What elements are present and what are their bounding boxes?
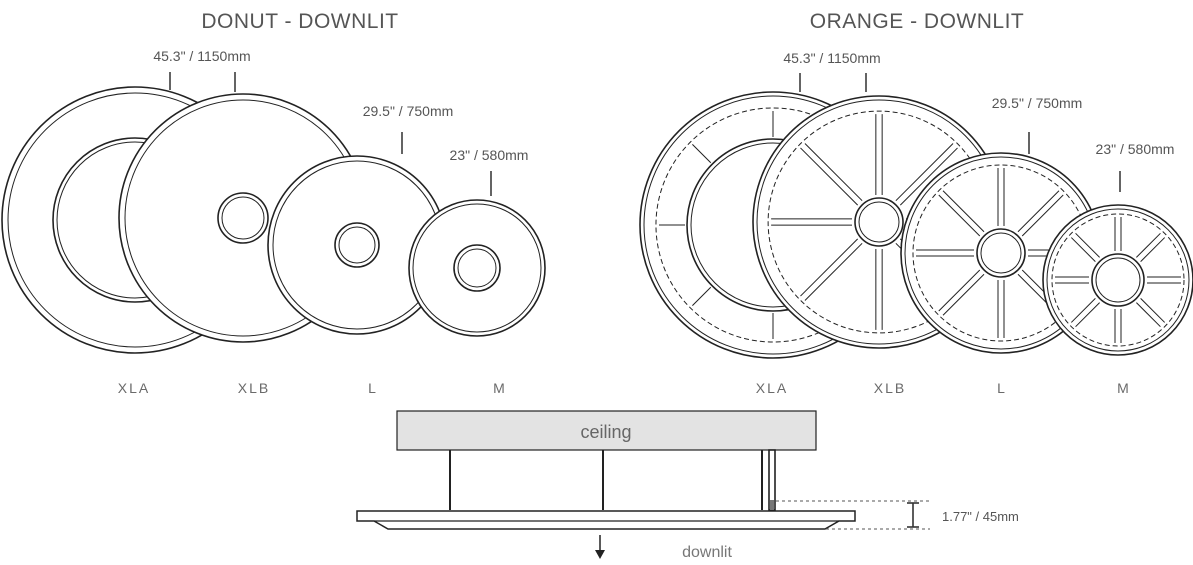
down-arrow-icon	[595, 535, 605, 559]
donut-dim-l: 29.5" / 750mm	[363, 103, 454, 119]
ceiling-label: ceiling	[580, 422, 631, 442]
orange-dim-l: 29.5" / 750mm	[992, 95, 1083, 111]
donut-dim-m: 23" / 580mm	[450, 147, 529, 163]
downlit-label: downlit	[682, 544, 732, 561]
donut-title: DONUT - DOWNLIT	[201, 10, 398, 33]
fixture-profile	[356, 510, 856, 530]
donut-label-m: M	[493, 380, 507, 396]
ceiling-block	[396, 410, 817, 451]
donut-dim-xl: 45.3" / 1150mm	[153, 48, 250, 64]
orange-dim-m: 23" / 580mm	[1096, 141, 1175, 157]
donut-diagram: DONUT - DOWNLIT	[1, 10, 546, 396]
donut-m-disc	[408, 199, 546, 337]
thickness-label: 1.77" / 45mm	[942, 509, 1019, 524]
orange-dim-xl: 45.3" / 1150mm	[783, 50, 880, 66]
orange-diagram: ORANGE - DOWNLIT 45.3" / 1150mm 29.5" / …	[639, 10, 1193, 396]
orange-label-xla: XLA	[756, 380, 788, 396]
orange-label-l: L	[997, 380, 1007, 396]
donut-label-l: L	[368, 380, 378, 396]
donut-label-xla: XLA	[118, 380, 150, 396]
orange-label-m: M	[1117, 380, 1131, 396]
orange-label-xlb: XLB	[874, 380, 906, 396]
donut-label-xlb: XLB	[238, 380, 270, 396]
orange-title: ORANGE - DOWNLIT	[810, 10, 1025, 33]
side-view: ceiling 1.77" / 45mm downlit	[356, 410, 1019, 561]
thickness-indicator	[907, 502, 919, 528]
orange-m-disc	[1042, 204, 1193, 356]
